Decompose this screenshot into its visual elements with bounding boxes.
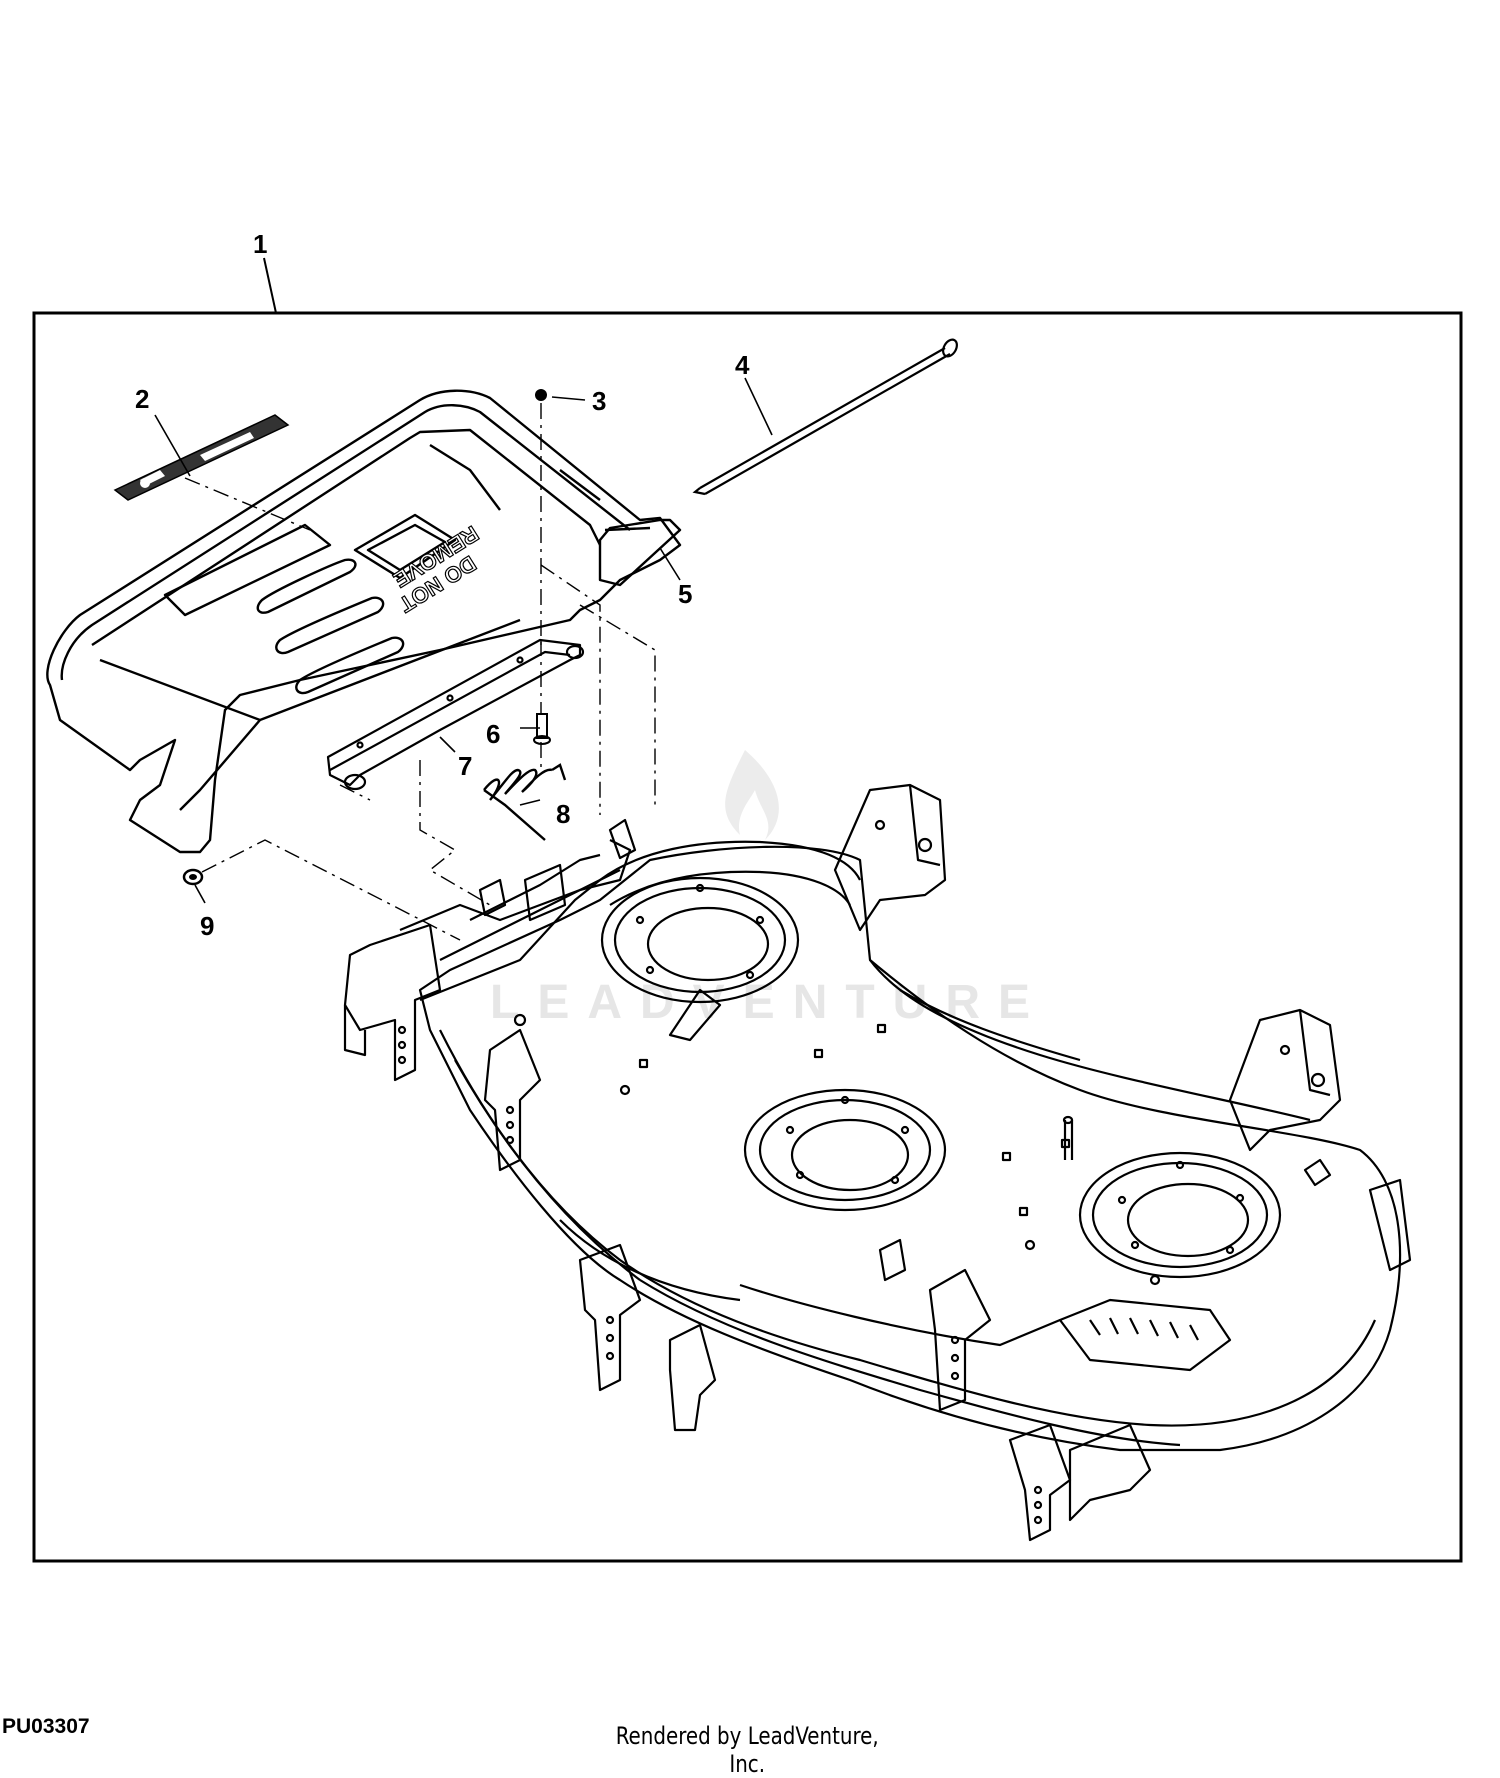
cover-decal: DO NOT REMOVE: [388, 520, 483, 618]
callout-4: 4: [735, 350, 750, 380]
callout-3: 3: [592, 386, 606, 416]
nut-part-9: [182, 868, 204, 886]
assembly-frame: [32, 311, 1463, 1563]
mower-deck: [343, 783, 1412, 1542]
leader-lines: [154, 377, 773, 904]
label-decal: [113, 414, 290, 501]
callout-6: 6: [486, 719, 500, 749]
watermark-text: LEADVENTURE: [490, 976, 1048, 1029]
rod-part: [692, 338, 958, 496]
render-credit: Rendered by LeadVenture, Inc.: [615, 1722, 879, 1778]
callout-9: 9: [200, 911, 214, 941]
deck-cover: [46, 389, 682, 854]
spring-part: [483, 763, 567, 841]
callout-5: 5: [678, 579, 692, 609]
bolt-part: [533, 713, 551, 745]
callout-1: 1: [253, 229, 267, 259]
callout-7: 7: [458, 751, 472, 781]
callouts: 1 2 3 4 5 6 7 8 9: [135, 229, 750, 941]
nut-part: [535, 389, 547, 401]
flame-icon: [725, 750, 779, 840]
watermark: LEADVENTURE: [490, 750, 1048, 1029]
callout-2: 2: [135, 384, 149, 414]
leader-line-1: [263, 257, 277, 314]
bracket-plate: [326, 638, 585, 791]
callout-8: 8: [556, 799, 570, 829]
figure-code: PU03307: [2, 1715, 90, 1738]
assembly-lines: [184, 403, 656, 941]
